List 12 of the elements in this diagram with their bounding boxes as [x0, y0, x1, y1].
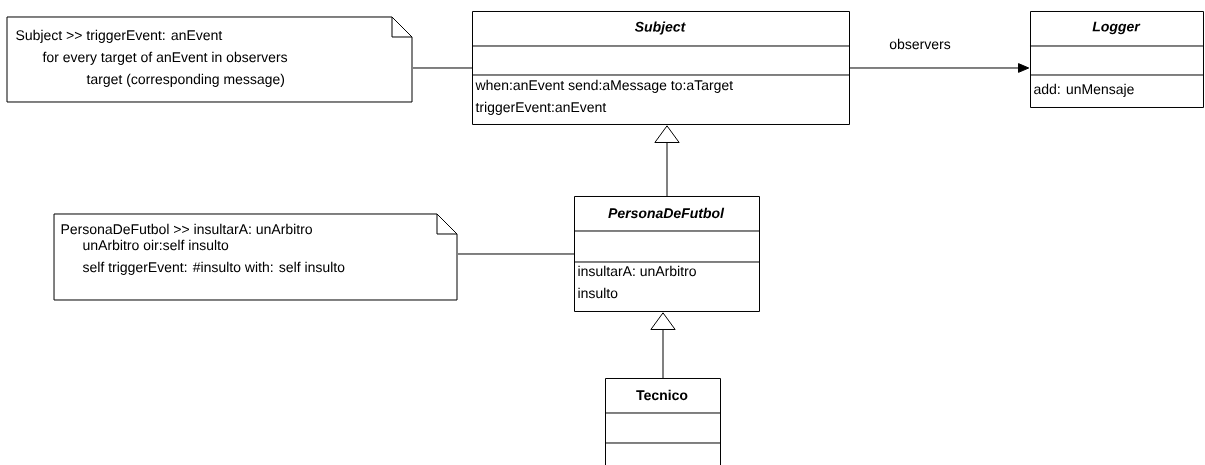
note-box: PersonaDeFutbol >> insultarA: unArbitro unArbitro oir:self insulto self triggerEvent: #insulto with: self insulto [53, 213, 458, 301]
note-connector [457, 253, 575, 255]
class-box: PersonaDeFutbol insultarA: unArbitro insulto [573, 196, 760, 312]
arrow [849, 63, 1030, 73]
inheritance-arrow [654, 125, 680, 197]
class-box: Subject when:anEvent send:aMessage to:aTarget triggerEvent:anEvent [471, 11, 850, 125]
edge-label: observers [888, 37, 952, 51]
note-box: Subject >> triggerEvent: anEvent for every target of anEvent in observers target (corresponding message) [6, 16, 413, 103]
inheritance-arrow [650, 312, 676, 379]
class-box: Logger add: unMensaje [1029, 11, 1204, 108]
note-connector [412, 67, 473, 69]
class-box: Tecnico [604, 378, 721, 465]
